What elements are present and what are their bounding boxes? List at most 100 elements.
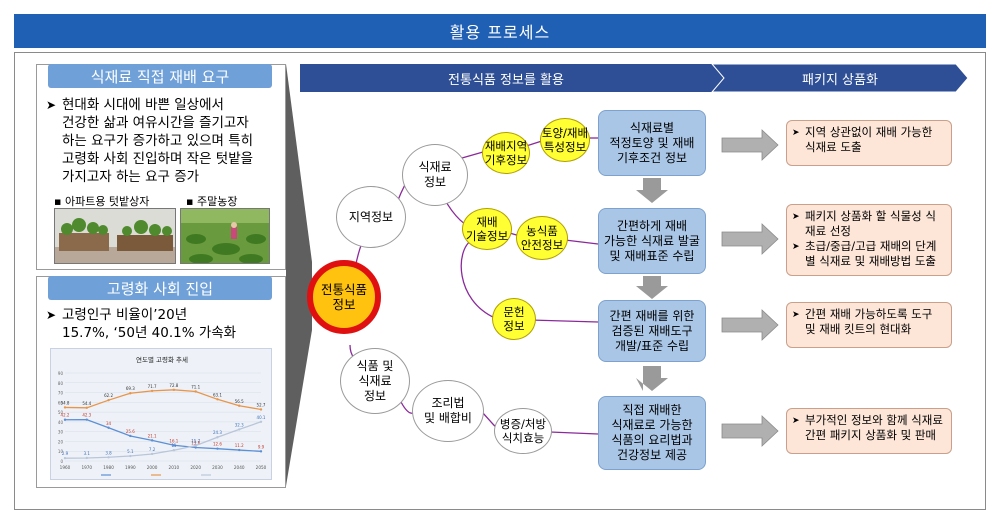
data-point [238, 428, 241, 431]
bubble-literature-info: 문헌 정보 [492, 298, 536, 340]
text-line: 현대화 시대에 바쁜 일상에서 [62, 97, 224, 113]
process-line: 간편하게 재배 [616, 218, 688, 233]
data-point [259, 408, 263, 411]
data-label: 40.1 [257, 415, 266, 420]
process-box-1: 식재료별 적정토양 및 재배 기후조건 정보 [598, 110, 706, 176]
output-box-2: 패키지 상품화 할 식물성 식재료 선정 초급/중급/고급 재배의 단계별 식재… [786, 204, 952, 276]
process-line: 가능한 식재료 발굴 [604, 233, 700, 248]
data-point [63, 456, 67, 460]
node-label-line: 조리법 [431, 396, 465, 410]
data-label: 11.2 [235, 443, 244, 448]
right-arrow-3 [721, 309, 779, 341]
process-line: 식재료별 [629, 120, 675, 135]
text-line: 고령화 사회 진입하며 작은 텃밭을 [62, 151, 254, 167]
bubble-label-line: 기후정보 [484, 153, 528, 167]
data-point [216, 447, 219, 450]
x-tick-label: 1980 [103, 465, 114, 470]
data-point [238, 404, 241, 407]
photo1-caption: ▪ 아파트용 텃밭상자 [54, 195, 150, 208]
data-point [172, 444, 176, 447]
process-line: 및 재배표준 수립 [609, 248, 695, 263]
x-tick-label: 2030 [212, 465, 223, 470]
data-label: 13.8 [191, 441, 200, 446]
process-line: 식재료로 가능한 [611, 418, 693, 432]
y-tick-label: 0 [60, 459, 63, 464]
photo2-caption: ▪ 주말농장 [186, 195, 238, 208]
y-tick-label: 10 [58, 449, 64, 454]
text-line: 15.7%, ‘50년 40.1% 가속화 [62, 325, 237, 341]
photo2-caption-text: 주말농장 [196, 195, 238, 208]
node-ingredient-info: 식재료 정보 [402, 144, 468, 206]
bullet-arrow-icon: ➤ [46, 308, 57, 322]
bubble-label-line: 정보 [503, 319, 525, 333]
data-point [259, 420, 263, 423]
output-item: 간편 재배 가능하도록 도구 및 재배 킷트의 현대화 [792, 307, 945, 337]
series-line [64, 418, 262, 452]
output-box-1: 지역 상관없이 재배 가능한 식재료 도출 [786, 120, 952, 166]
data-point [194, 446, 197, 449]
process-box-4: 직접 재배한 식재료로 가능한 식품의 요리법과 건강정보 제공 [598, 396, 706, 470]
data-point [85, 406, 88, 410]
y-tick-label: 50 [58, 410, 64, 415]
bubble-label-line: 농식품 [526, 224, 558, 238]
data-point [150, 389, 154, 393]
x-tick-label: 2010 [169, 465, 180, 470]
x-tick-label: 1970 [81, 465, 92, 470]
node-label-line: 식품 및 [356, 358, 394, 373]
bullet-paragraph: ➤ 고령인구 비율이’20년 15.7%, ‘50년 40.1% 가속화 [46, 306, 282, 342]
data-label: 56.5 [235, 399, 244, 404]
stage1-label: 전통식품 정보를 활용 [448, 72, 564, 88]
down-arrow-3 [636, 366, 668, 391]
core-label-line: 전통식품 [320, 282, 367, 297]
node-recipe-info: 조리법 및 배합비 [412, 380, 484, 442]
y-tick-label: 70 [58, 391, 64, 396]
output-item: 초급/중급/고급 재배의 단계별 식재료 및 재배방법 도출 [792, 239, 945, 269]
bubble-safety-info: 농식품 안전정보 [516, 216, 568, 260]
data-point [107, 456, 110, 459]
bubble-tech-info: 재배 기술정보 [462, 208, 512, 250]
data-point [107, 398, 110, 402]
data-label: 42.3 [82, 413, 91, 418]
x-tick-label: 1990 [125, 465, 136, 470]
y-tick-label: 30 [58, 430, 64, 435]
chart-title: 연도별 고령화 추세 [136, 355, 188, 364]
bubble-label-line: 안전정보 [520, 238, 564, 252]
data-label: 62.2 [104, 393, 113, 398]
text-line: 가지고자 하는 요구 증가 [62, 169, 200, 185]
stage2-arrow [710, 63, 969, 93]
data-label: 72.8 [169, 383, 178, 388]
data-point [85, 418, 88, 421]
x-tick-label: 2020 [190, 465, 201, 470]
core-traditional-food-circle: 전통식품 정보 [307, 260, 381, 334]
link-safety-box2 [564, 239, 599, 245]
data-label: 34 [106, 421, 112, 426]
panel-aging-society-body: ➤ 고령인구 비율이’20년 15.7%, ‘50년 40.1% 가속화 [46, 306, 282, 342]
x-tick-label: 2040 [234, 465, 245, 470]
y-tick-label: 60 [58, 400, 64, 405]
down-arrows [636, 178, 668, 391]
data-label: 69.3 [126, 386, 135, 391]
node-label-line: 식재료 [418, 160, 452, 174]
data-point [238, 448, 241, 452]
down-arrow-1 [636, 178, 668, 203]
bubble-label-line: 식치효능 [501, 431, 545, 445]
node-region-info: 지역정보 [336, 186, 406, 248]
data-point [63, 418, 67, 421]
data-point [216, 398, 219, 401]
process-line: 건강정보 제공 [616, 448, 688, 462]
data-label: 16.1 [169, 438, 178, 443]
process-line: 기후조건 정보 [616, 150, 688, 165]
node-label-line: 정보 [363, 388, 387, 403]
right-arrows [721, 129, 779, 447]
process-line: 직접 재배한 [622, 403, 682, 417]
node-label-line: 및 배합비 [424, 411, 472, 425]
process-line: 개발/표준 수립 [614, 338, 690, 353]
node-food-ingredient-info: 식품 및 식재료 정보 [340, 348, 410, 414]
data-label: 12.6 [213, 442, 222, 447]
bubble-label-line: 병증/처방 [499, 417, 547, 431]
process-box-2: 간편하게 재배 가능한 식재료 발굴 및 재배표준 수립 [598, 208, 706, 274]
data-label: 32.3 [235, 422, 244, 427]
data-label: 7.2 [149, 447, 156, 452]
process-box-3: 간편 재배를 위한 검증된 재배도구 개발/표준 수립 [598, 300, 706, 362]
